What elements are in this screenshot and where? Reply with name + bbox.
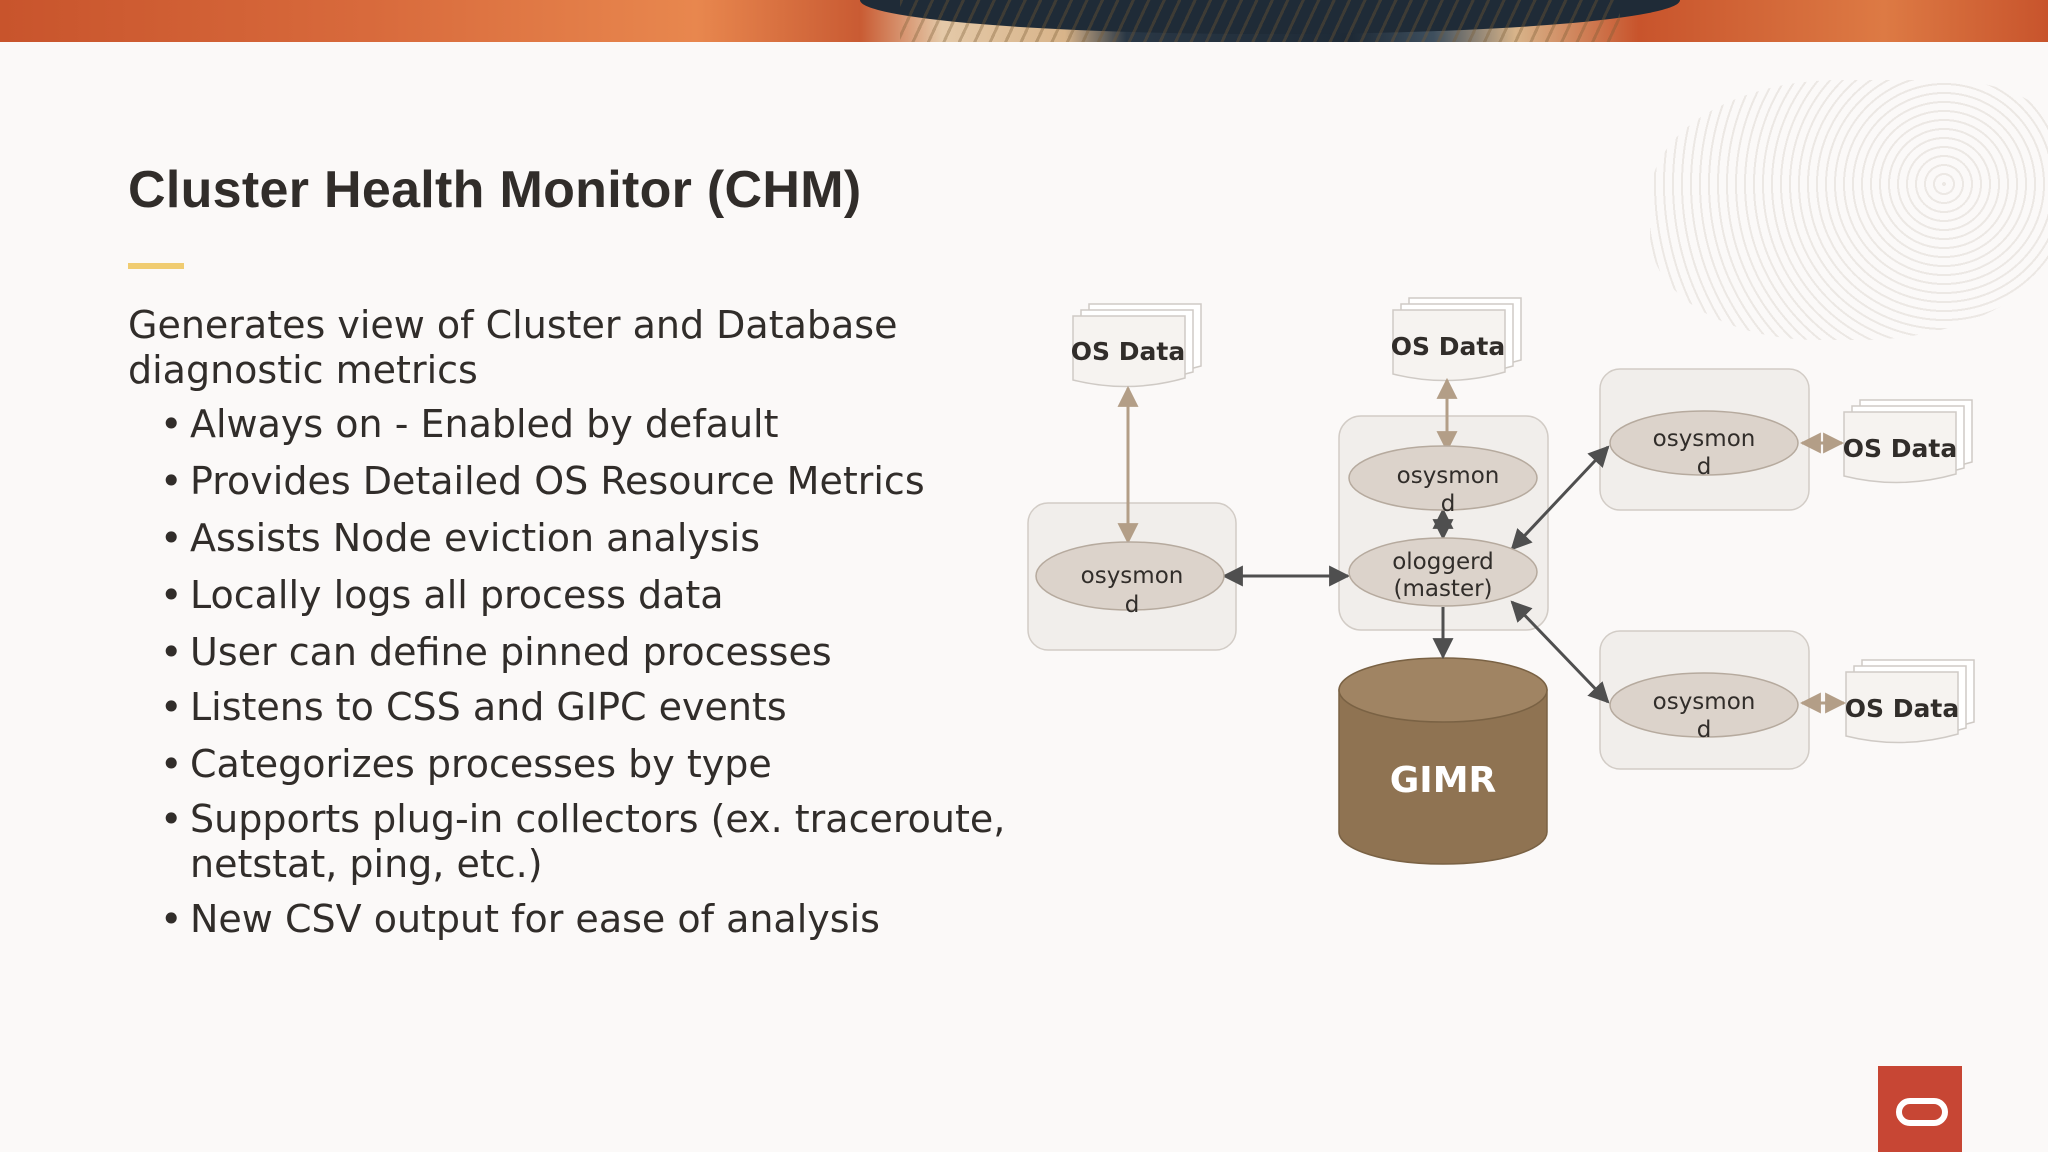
title-accent-bar: [128, 263, 184, 269]
intro-text: Generates view of Cluster and Database d…: [128, 303, 898, 392]
osysmond-label-line2: d: [1697, 454, 1712, 480]
oracle-logo-icon: [1878, 1066, 1962, 1152]
bullet-item: Categorizes processes by type: [160, 742, 1090, 787]
oracle-logo-ring: [1896, 1098, 1948, 1126]
osysmond-node-right-upper: osysmon d: [1609, 410, 1799, 480]
ologgerd-label-line1: ologgerd: [1392, 549, 1494, 575]
os-data-doc-stack: OS Data: [1845, 659, 1975, 744]
gimr-label: GIMR: [1390, 760, 1497, 801]
osysmond-label-line1: osysmon: [1081, 563, 1184, 589]
ologgerd-master-node: ologgerd (master): [1348, 537, 1538, 607]
bullet-item: Supports plug-in collectors (ex. tracero…: [160, 797, 1090, 887]
osysmond-node-master: osysmon d: [1348, 445, 1538, 517]
osysmond-label-line1: osysmon: [1397, 463, 1500, 489]
header-banner: [0, 0, 2048, 42]
arrow-ologgerd-to-osysmond-right-upper: [1510, 445, 1610, 551]
osysmond-node-left: osysmon d: [1035, 541, 1225, 618]
os-data-label: OS Data: [1391, 332, 1505, 361]
os-data-label: OS Data: [1843, 434, 1957, 463]
os-data-doc-stack: OS Data: [1843, 399, 1973, 484]
background-texture: [1650, 80, 2048, 340]
osysmond-label-line2: d: [1441, 491, 1456, 517]
gimr-database-cylinder: GIMR: [1338, 657, 1548, 865]
osysmond-label-line1: osysmon: [1653, 689, 1756, 715]
bullet-item: New CSV output for ease of analysis: [160, 897, 1090, 942]
bullet-list: Always on - Enabled by default Provides …: [160, 402, 1090, 942]
os-data-label: OS Data: [1845, 694, 1959, 723]
bullet-item: User can define pinned processes: [160, 630, 1090, 675]
slide-title: Cluster Health Monitor (CHM): [128, 161, 862, 219]
ologgerd-label-line2: (master): [1393, 576, 1492, 602]
os-data-label: OS Data: [1071, 337, 1185, 366]
osysmond-node-right-lower: osysmon d: [1609, 672, 1799, 743]
os-data-doc-stack: OS Data: [1071, 303, 1202, 388]
osysmond-label-line1: osysmon: [1653, 426, 1756, 452]
osysmond-label-line2: d: [1125, 592, 1140, 618]
bullet-item: Locally logs all process data: [160, 573, 1090, 618]
arrow-ologgerd-to-osysmond-right-lower: [1510, 600, 1610, 704]
bullet-item: Assists Node eviction analysis: [160, 516, 1090, 561]
banner-pattern: [900, 0, 1620, 42]
bullet-item: Provides Detailed OS Resource Metrics: [160, 459, 1090, 504]
bullet-item: Listens to CSS and GIPC events: [160, 685, 1090, 730]
osysmond-label-line2: d: [1697, 717, 1712, 743]
os-data-doc-stack: OS Data: [1391, 297, 1522, 382]
bullet-item: Always on - Enabled by default: [160, 402, 1090, 447]
